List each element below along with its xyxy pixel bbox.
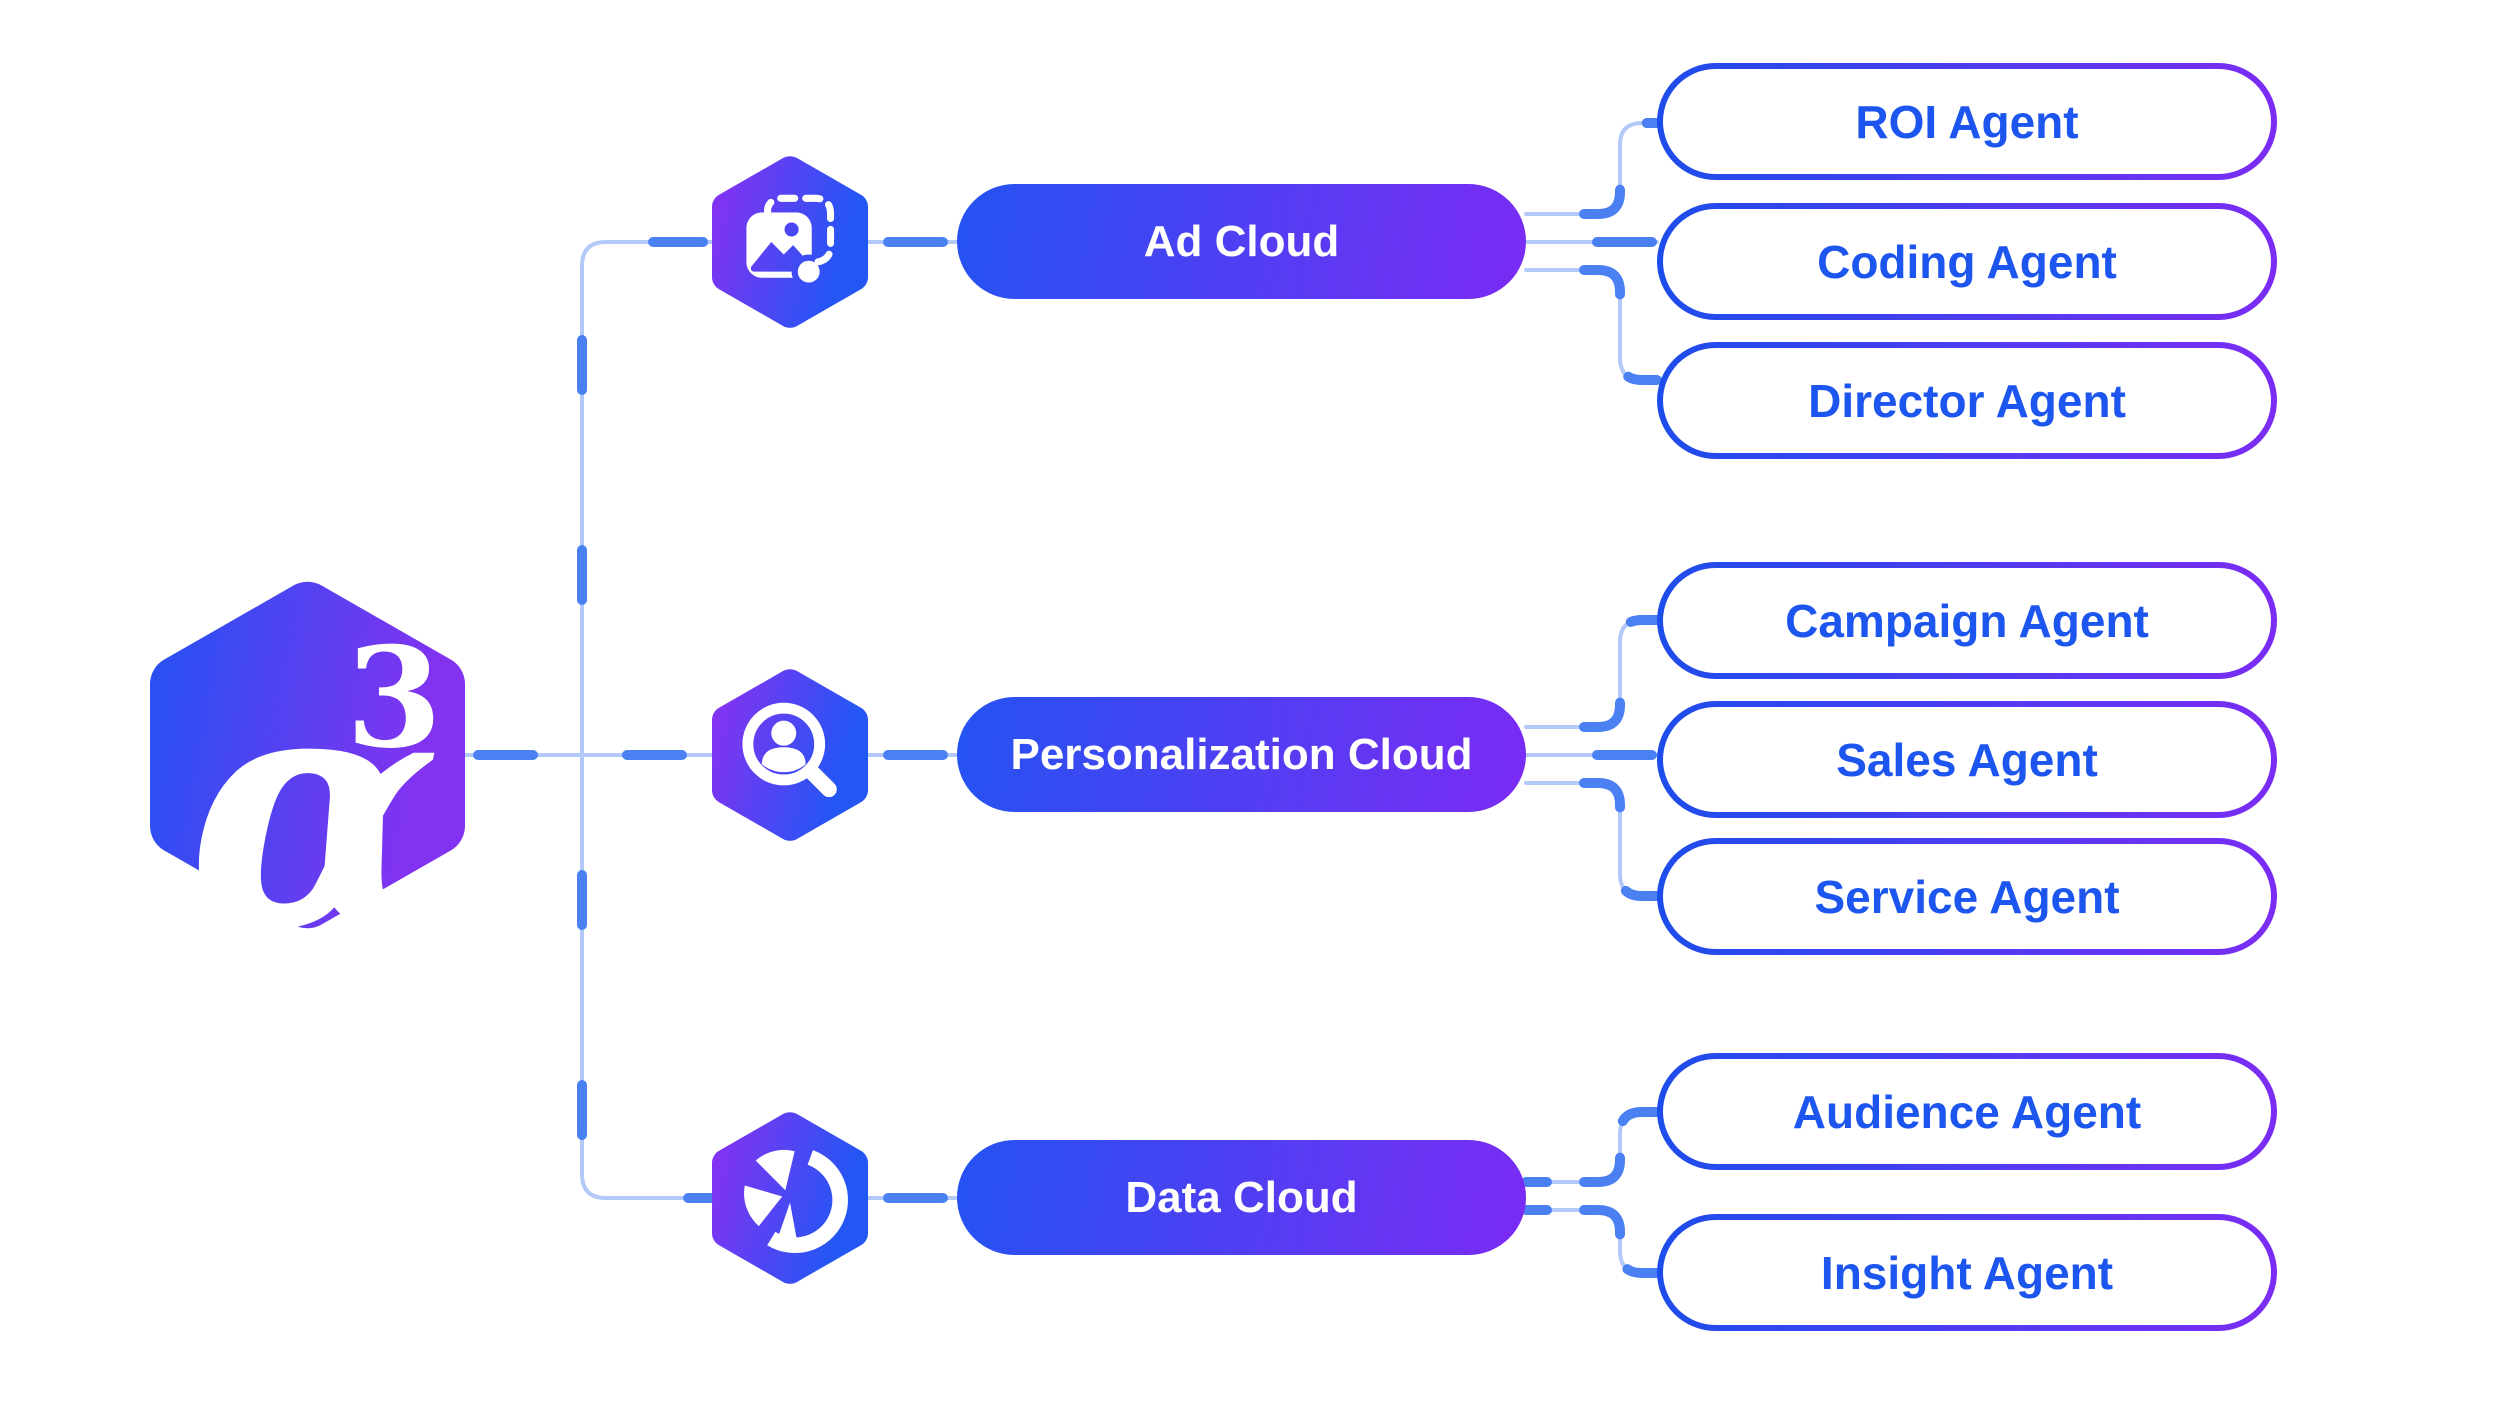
agent-pill-director[interactable]: Director Agent <box>1657 342 2277 459</box>
agent-label: Coding Agent <box>1817 235 2117 288</box>
pie-chart-icon <box>744 1149 848 1253</box>
agent-label: ROI Agent <box>1855 95 2079 148</box>
agent-label: Service Agent <box>1814 870 2120 923</box>
ad-cloud-hexagon[interactable] <box>712 156 868 328</box>
agent-label: Sales Agent <box>1836 733 2098 786</box>
agent-label: Director Agent <box>1808 374 2126 427</box>
agent-pill-sales[interactable]: Sales Agent <box>1657 701 2277 818</box>
user-search-icon <box>742 702 837 798</box>
personalization-cloud-hexagon[interactable] <box>712 669 868 841</box>
logo-alpha-glyph: α <box>188 614 442 1002</box>
ad-image-icon <box>746 194 835 283</box>
logo: α 3 <box>150 571 465 974</box>
cloud-label: Data Cloud <box>1125 1172 1358 1222</box>
cloud-pill-data[interactable]: Data Cloud <box>957 1140 1526 1255</box>
cloud-label: Ad Cloud <box>1143 216 1340 266</box>
agent-label: Audience Agent <box>1792 1085 2142 1138</box>
agent-label: Insight Agent <box>1820 1246 2114 1299</box>
agent-pill-service[interactable]: Service Agent <box>1657 838 2277 955</box>
cloud-label: Personalization Cloud <box>1010 729 1473 779</box>
agent-pill-insight[interactable]: Insight Agent <box>1657 1214 2277 1331</box>
agent-pill-roi[interactable]: ROI Agent <box>1657 63 2277 180</box>
cloud-pill-personalization[interactable]: Personalization Cloud <box>957 697 1526 812</box>
data-cloud-hexagon[interactable] <box>712 1112 868 1284</box>
agent-pill-audience[interactable]: Audience Agent <box>1657 1053 2277 1170</box>
agent-pill-coding[interactable]: Coding Agent <box>1657 203 2277 320</box>
cloud-pill-ad[interactable]: Ad Cloud <box>957 184 1526 299</box>
agent-pill-campaign[interactable]: Campaign Agent <box>1657 562 2277 679</box>
agent-label: Campaign Agent <box>1785 594 2149 647</box>
logo-exponent-glyph: 3 <box>346 616 443 779</box>
logo-hexagon[interactable] <box>150 571 465 939</box>
